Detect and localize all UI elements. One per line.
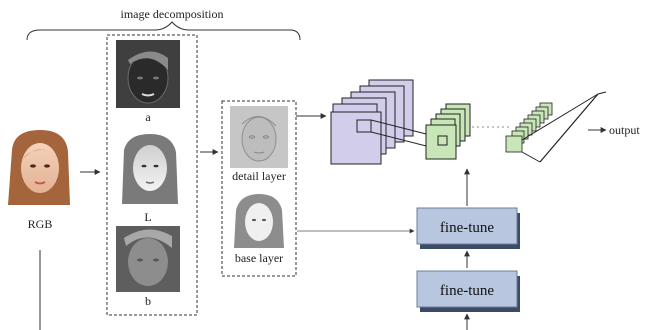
- finetune-block-1-label: fine-tune: [440, 220, 494, 236]
- a-channel-image: [116, 40, 180, 108]
- detail-layer-image: [230, 106, 288, 168]
- rgb-face-image: [6, 130, 74, 209]
- detail-layer-label: detail layer: [232, 169, 286, 183]
- finetune-block-2: [416, 270, 518, 308]
- channels-box: [106, 34, 198, 316]
- conv-stack-2: [425, 103, 471, 160]
- b-channel-label: b: [145, 294, 151, 308]
- a-channel-label: a: [145, 110, 151, 124]
- fc-funnel: [521, 91, 607, 163]
- l-channel-label: L: [144, 210, 151, 224]
- finetune-block-1: [416, 207, 518, 245]
- rgb-label: RGB: [28, 217, 53, 231]
- base-layer-image: [232, 192, 286, 248]
- decomposition-title: image decomposition: [121, 7, 224, 21]
- base-layer-label: base layer: [235, 251, 283, 265]
- b-channel-image: [116, 226, 180, 292]
- finetune-block-2-label: fine-tune: [440, 283, 494, 299]
- layers-box: [221, 100, 297, 277]
- output-label: output: [609, 123, 640, 137]
- conv-stack-1: [330, 79, 439, 165]
- l-channel-image: [118, 133, 180, 205]
- conv-stack-3: [505, 102, 553, 153]
- decomposition-brace: [26, 21, 301, 41]
